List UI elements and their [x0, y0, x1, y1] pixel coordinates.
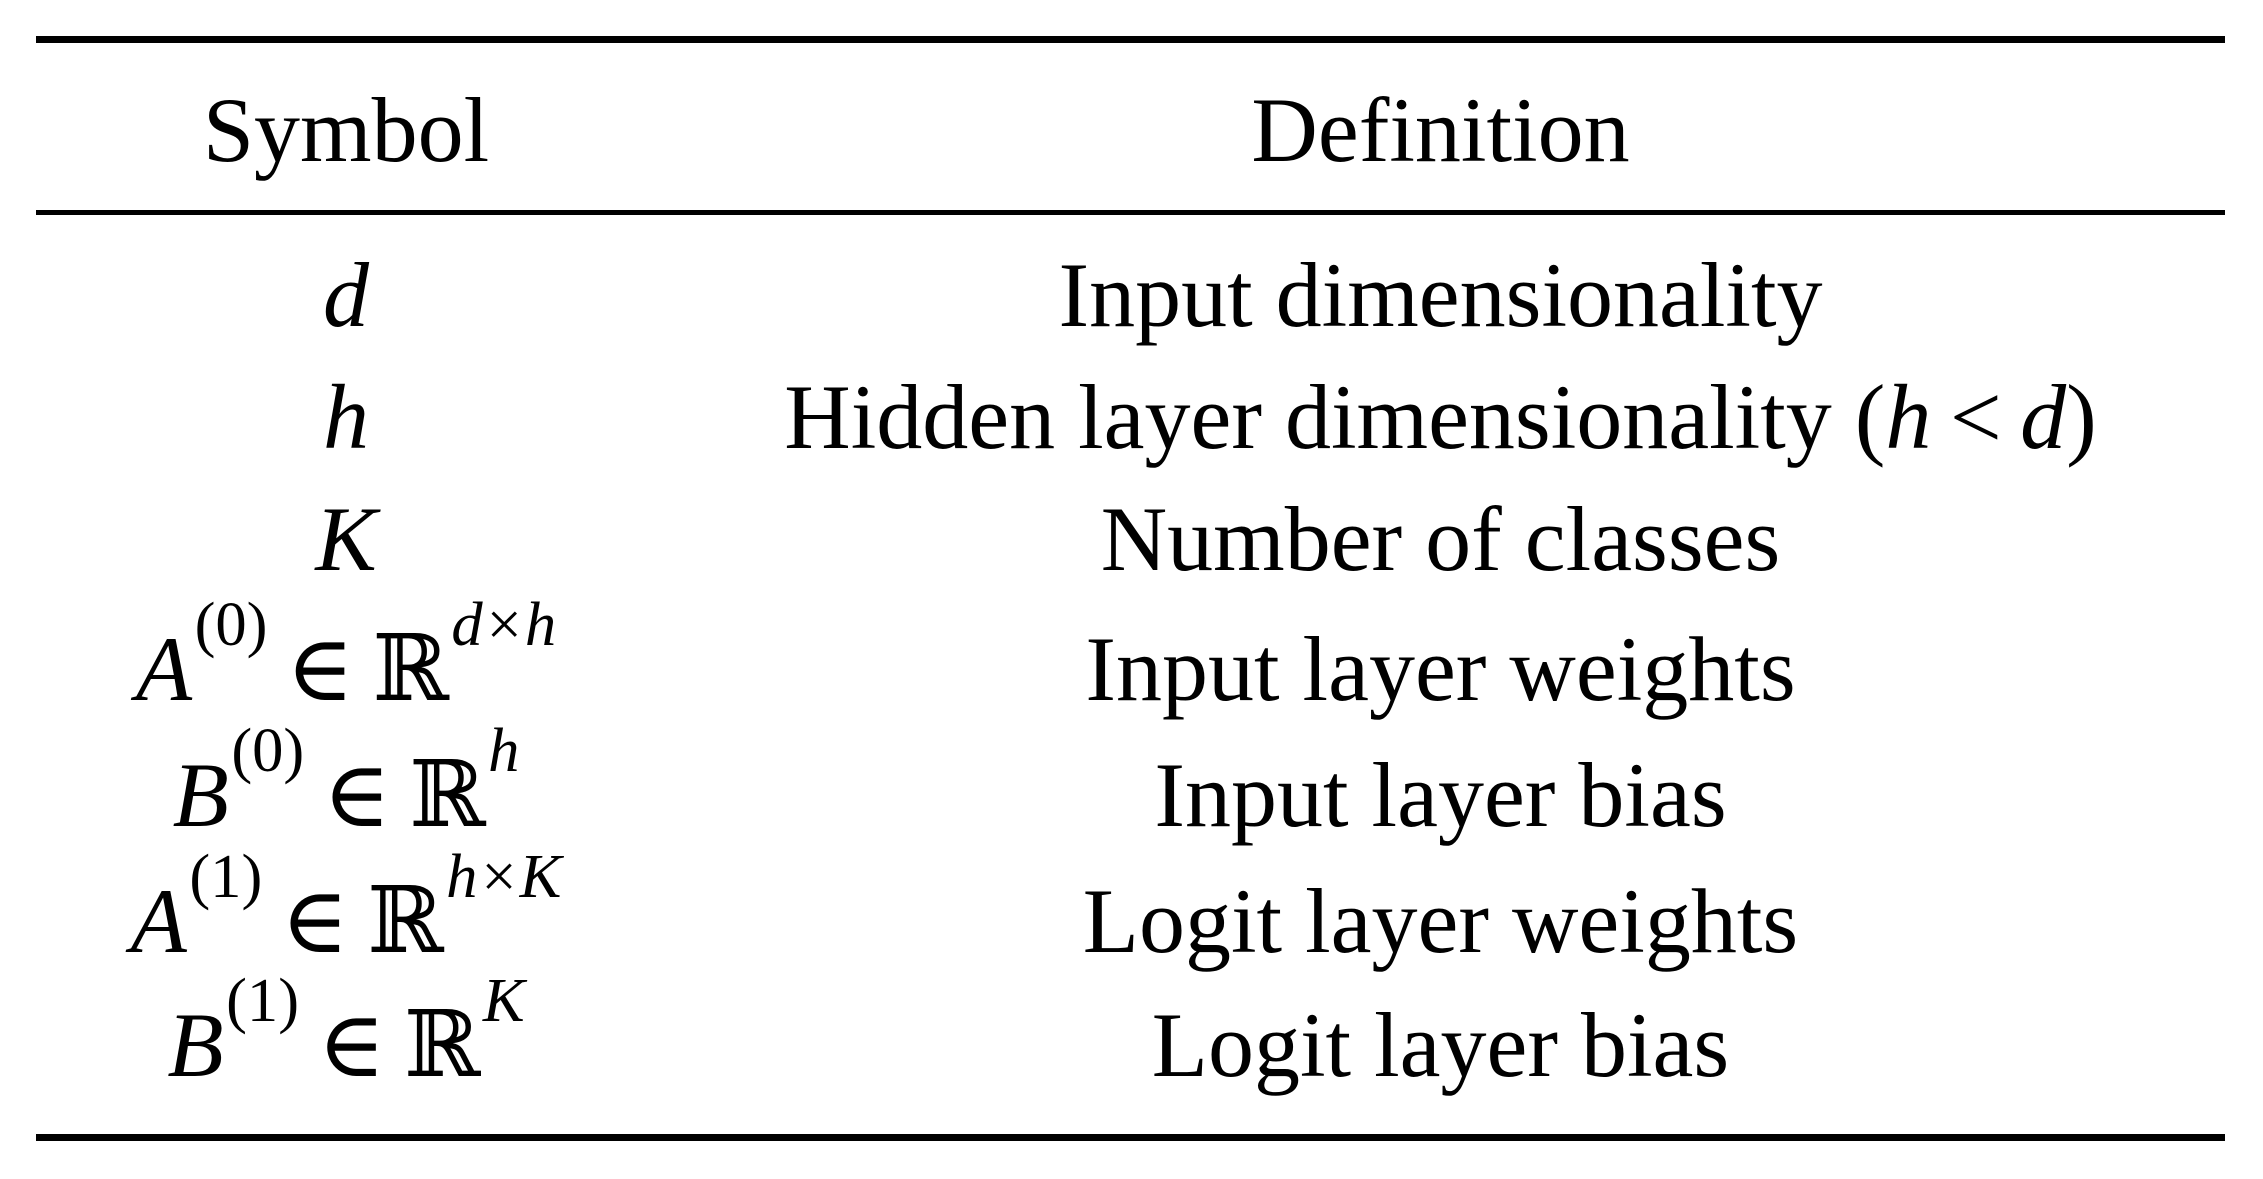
reals-symbol: ℝ [409, 741, 486, 848]
symbol-base: B [167, 994, 224, 1096]
element-of-symbol: ∈ [285, 618, 354, 720]
symbol-base: A [135, 618, 193, 720]
dimension-superscript: d×h [451, 588, 557, 659]
reals-symbol: ℝ [372, 615, 449, 722]
header-definition-label: Definition [1251, 79, 1630, 181]
symbol-base: B [172, 744, 229, 846]
definition-input-dimensionality: Input dimensionality [656, 240, 2225, 350]
definition-close: ) [2066, 366, 2097, 468]
dimension-superscript: h×K [446, 840, 562, 911]
header-rule [36, 210, 2225, 215]
definition-input-layer-bias: Input layer bias [656, 740, 2225, 850]
symbol-superscript: (1) [189, 840, 263, 911]
reals-symbol: ℝ [403, 991, 481, 1098]
header-definition: Definition [656, 70, 2225, 190]
definition-text: Hidden layer dimensionality ( [784, 366, 1886, 468]
symbol-d: d [36, 240, 656, 350]
element-of-symbol: ∈ [322, 744, 391, 846]
element-of-symbol: ∈ [317, 994, 386, 1096]
symbol-superscript: (0) [231, 714, 305, 785]
definition-logit-layer-weights: Logit layer weights [656, 866, 2225, 976]
symbol-var: h [323, 366, 369, 468]
definition-text: Input layer bias [1154, 744, 1727, 846]
symbol-h: h [36, 362, 656, 472]
header-symbol: Symbol [36, 70, 656, 190]
definition-number-of-classes: Number of classes [656, 484, 2225, 594]
symbol-superscript: (0) [194, 588, 268, 659]
header-symbol-label: Symbol [202, 79, 490, 181]
symbol-K: K [36, 484, 656, 594]
symbol-var: d [323, 244, 369, 346]
ineq-left: h [1885, 366, 1932, 468]
ineq-operator: < [1949, 366, 2002, 468]
definition-text: Logit layer weights [1082, 870, 1799, 972]
bottom-rule [36, 1134, 2225, 1141]
symbol-var: K [315, 488, 377, 590]
definition-input-layer-weights: Input layer weights [656, 614, 2225, 724]
dimension-superscript: h [488, 714, 520, 785]
reals-symbol: ℝ [367, 867, 444, 974]
symbol-base: A [130, 870, 187, 972]
symbol-superscript: (1) [226, 964, 300, 1035]
definition-logit-layer-bias: Logit layer bias [656, 990, 2225, 1100]
definition-text: Number of classes [1100, 488, 1781, 590]
element-of-symbol: ∈ [280, 870, 349, 972]
definition-text: Logit layer bias [1151, 994, 1730, 1096]
top-rule [36, 36, 2225, 43]
definition-text: Input dimensionality [1058, 244, 1823, 346]
dimension-superscript: K [482, 964, 525, 1035]
ineq-right: d [2020, 366, 2067, 468]
definition-hidden-layer-dimensionality: Hidden layer dimensionality (h<d) [656, 362, 2225, 472]
definition-text: Input layer weights [1085, 618, 1796, 720]
